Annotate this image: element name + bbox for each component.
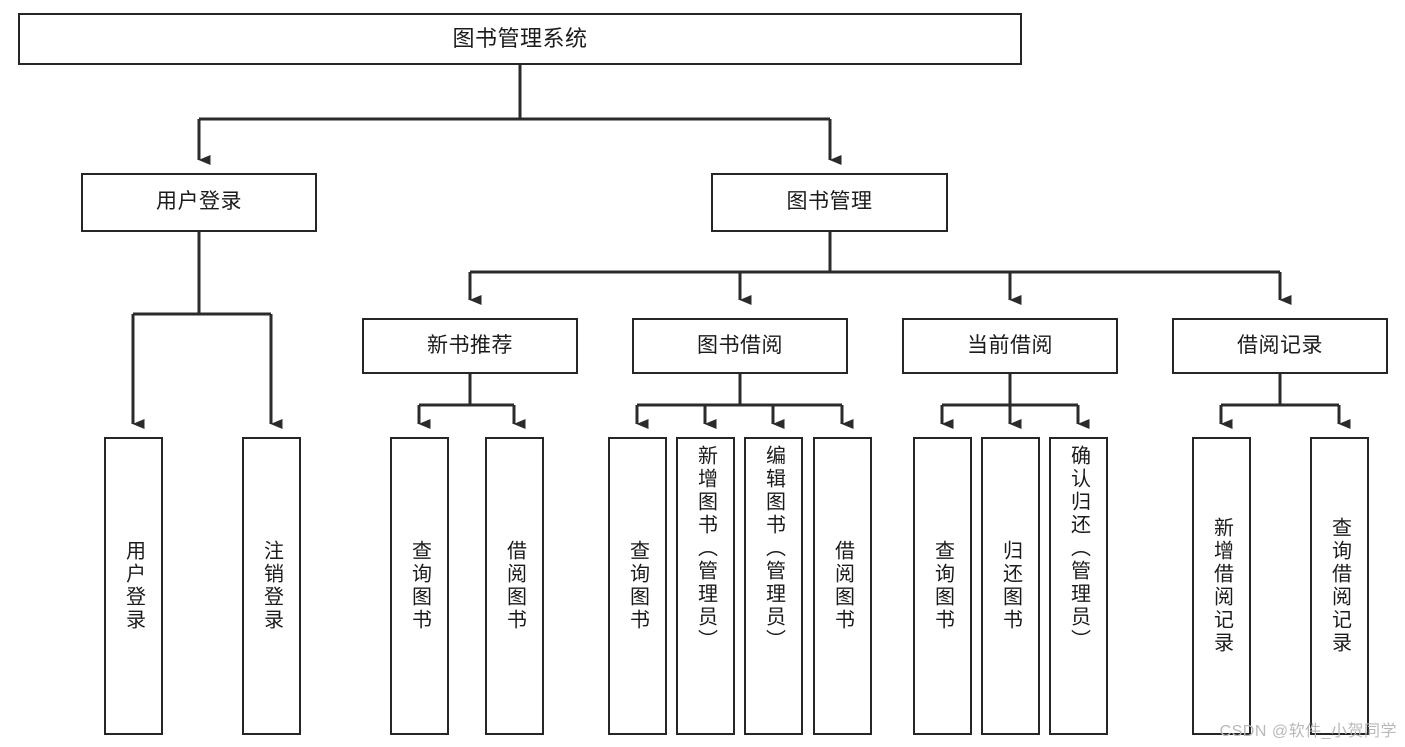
- node-label: 编辑图书（管理员）: [762, 445, 785, 652]
- leaf-user-login-logout[interactable]: 注销登录: [242, 437, 301, 735]
- node-label: 查询图书: [626, 540, 649, 632]
- leaf-borrow-record-query[interactable]: 查询借阅记录: [1310, 437, 1369, 735]
- node-label: 新增借阅记录: [1210, 517, 1233, 655]
- node-label: 借阅图书: [503, 540, 526, 632]
- node-current-borrow[interactable]: 当前借阅: [902, 318, 1118, 374]
- node-label: 借阅图书: [831, 540, 854, 632]
- node-label: 用户登录: [156, 190, 242, 214]
- node-label: 用户登录: [122, 540, 145, 632]
- leaf-book-borrow-query[interactable]: 查询图书: [608, 437, 667, 735]
- node-label: 借阅记录: [1237, 333, 1323, 357]
- leaf-current-borrow-return[interactable]: 归还图书: [981, 437, 1040, 735]
- leaf-book-borrow-borrow[interactable]: 借阅图书: [813, 437, 872, 735]
- node-book-borrow[interactable]: 图书借阅: [632, 318, 848, 374]
- leaf-current-borrow-confirm-return[interactable]: 确认归还（管理员）: [1049, 437, 1108, 735]
- leaf-book-borrow-add[interactable]: 新增图书（管理员）: [676, 437, 735, 735]
- node-label: 图书管理系统: [452, 26, 588, 52]
- node-root-system[interactable]: 图书管理系统: [18, 13, 1022, 65]
- leaf-borrow-record-add[interactable]: 新增借阅记录: [1192, 437, 1251, 735]
- node-book-management[interactable]: 图书管理: [711, 173, 948, 232]
- node-label: 当前借阅: [967, 333, 1053, 357]
- leaf-new-book-borrow[interactable]: 借阅图书: [485, 437, 544, 735]
- node-borrow-record[interactable]: 借阅记录: [1172, 318, 1388, 374]
- node-label: 查询图书: [931, 540, 954, 632]
- node-user-login[interactable]: 用户登录: [81, 173, 317, 232]
- node-label: 注销登录: [260, 540, 283, 632]
- leaf-current-borrow-query[interactable]: 查询图书: [913, 437, 972, 735]
- node-label: 图书借阅: [697, 333, 783, 357]
- node-label: 查询借阅记录: [1328, 517, 1351, 655]
- node-label: 新书推荐: [427, 333, 513, 357]
- node-label: 归还图书: [999, 540, 1022, 632]
- node-label: 新增图书（管理员）: [694, 445, 717, 652]
- node-label: 查询图书: [408, 540, 431, 632]
- node-label: 图书管理: [786, 190, 873, 214]
- leaf-user-login-login[interactable]: 用户登录: [104, 437, 163, 735]
- node-new-book-recommend[interactable]: 新书推荐: [362, 318, 578, 374]
- csdn-watermark: CSDN @软件_小贺同学: [1219, 723, 1397, 740]
- leaf-new-book-query[interactable]: 查询图书: [390, 437, 449, 735]
- leaf-book-borrow-edit[interactable]: 编辑图书（管理员）: [744, 437, 803, 735]
- node-label: 确认归还（管理员）: [1067, 445, 1090, 652]
